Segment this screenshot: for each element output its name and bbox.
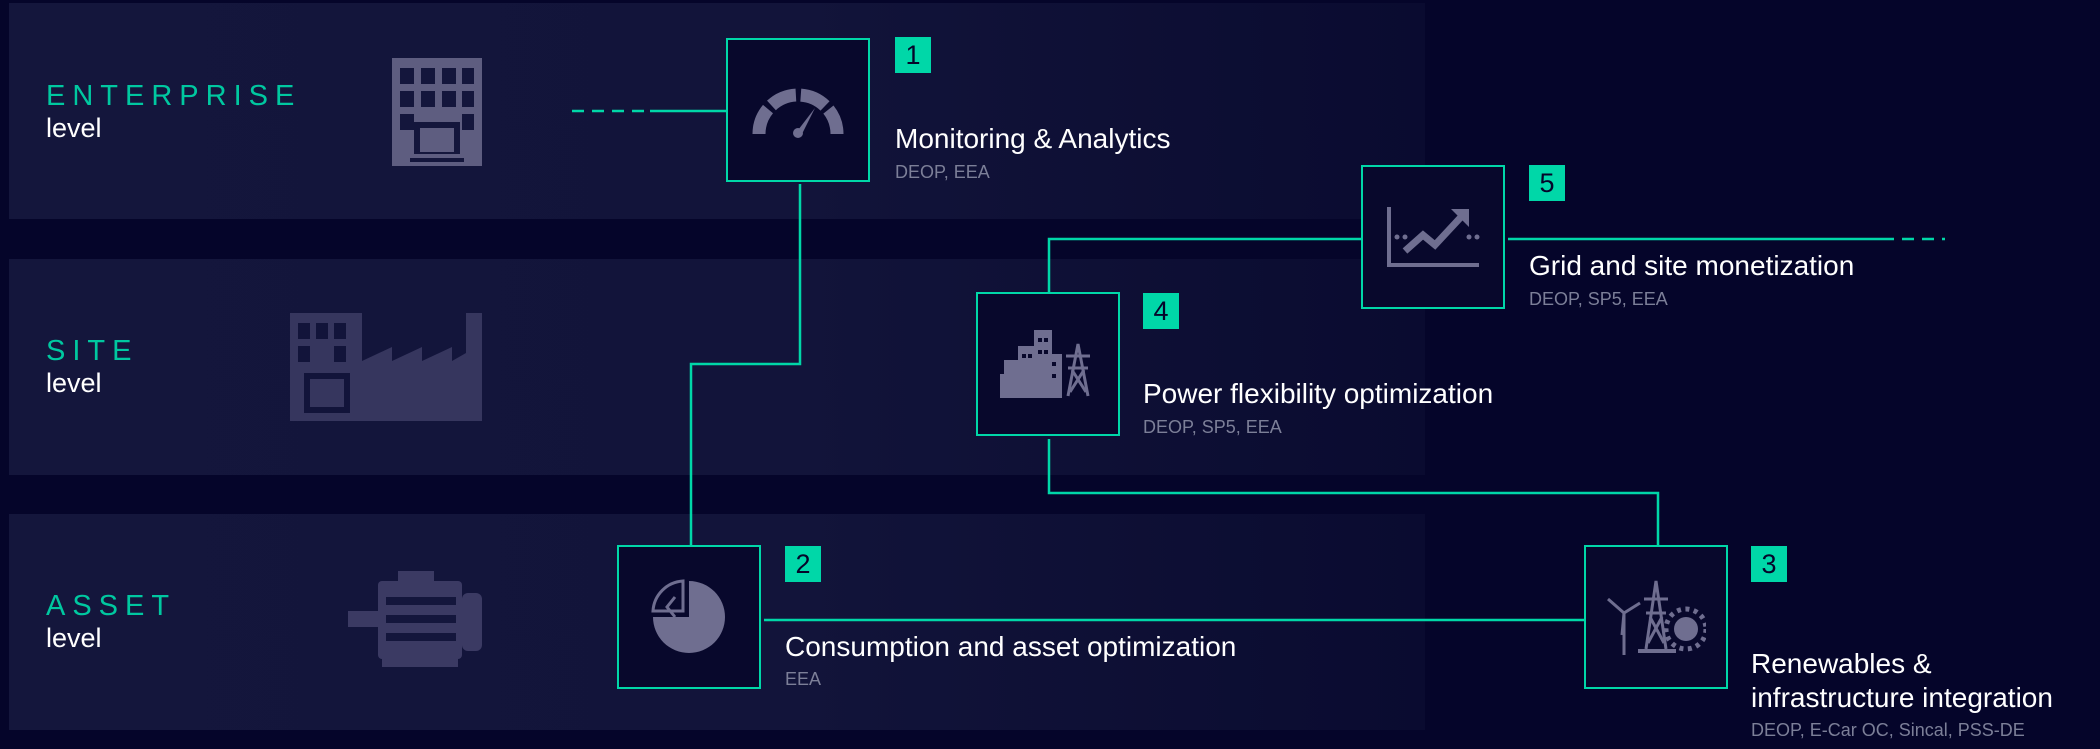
node-2-badge: 2 [785, 546, 821, 582]
city-grid-icon [1000, 330, 1090, 398]
line-node4-to-node3 [1047, 439, 1660, 546]
node-2-title: Consumption and asset optimization [785, 631, 1237, 662]
node-monitoring-analytics [726, 38, 870, 182]
node-power-flexibility [976, 292, 1120, 436]
node-1-badge: 1 [895, 37, 931, 73]
node-consumption-asset [617, 545, 761, 689]
node-grid-site-monetization [1361, 165, 1505, 309]
trend-chart-icon [1387, 207, 1480, 267]
node-1-title: Monitoring & Analytics [895, 123, 1171, 154]
line-node1-to-node2 [689, 184, 802, 546]
renewables-icon [1607, 580, 1706, 655]
node-5-products: DEOP, SP5, EEA [1529, 289, 1668, 309]
node-2-products: EEA [785, 669, 822, 689]
gauge-icon [752, 88, 844, 138]
node-1-products: DEOP, EEA [895, 162, 990, 182]
node-3-badge: 3 [1751, 546, 1787, 582]
site-level-band [9, 259, 1425, 475]
node-3-title-line2: infrastructure integration [1751, 682, 2053, 713]
motor-icon [348, 571, 482, 667]
asset-level-title: ASSET [46, 590, 177, 622]
asset-level-sub: level [46, 623, 102, 653]
node-4-products: DEOP, SP5, EEA [1143, 417, 1282, 437]
factory-icon [290, 313, 482, 421]
site-level-sub: level [46, 368, 102, 398]
node-4-title: Power flexibility optimization [1143, 378, 1494, 409]
node-5-badge: 5 [1529, 165, 1565, 201]
office-building-icon [392, 58, 482, 166]
node-renewables-infrastructure [1584, 545, 1728, 689]
enterprise-level-title: ENTERPRISE [46, 80, 302, 112]
node-3-title-line1: Renewables & [1751, 648, 1932, 679]
node-5-title: Grid and site monetization [1529, 250, 1855, 281]
pie-chart-icon [651, 579, 725, 653]
site-level-title: SITE [46, 335, 139, 367]
node-4-badge: 4 [1143, 293, 1179, 329]
enterprise-level-sub: level [46, 113, 102, 143]
line-node4-to-node5 [1047, 237, 1363, 293]
node-3-products: DEOP, E-Car OC, Sincal, PSS-DE [1751, 720, 2025, 740]
